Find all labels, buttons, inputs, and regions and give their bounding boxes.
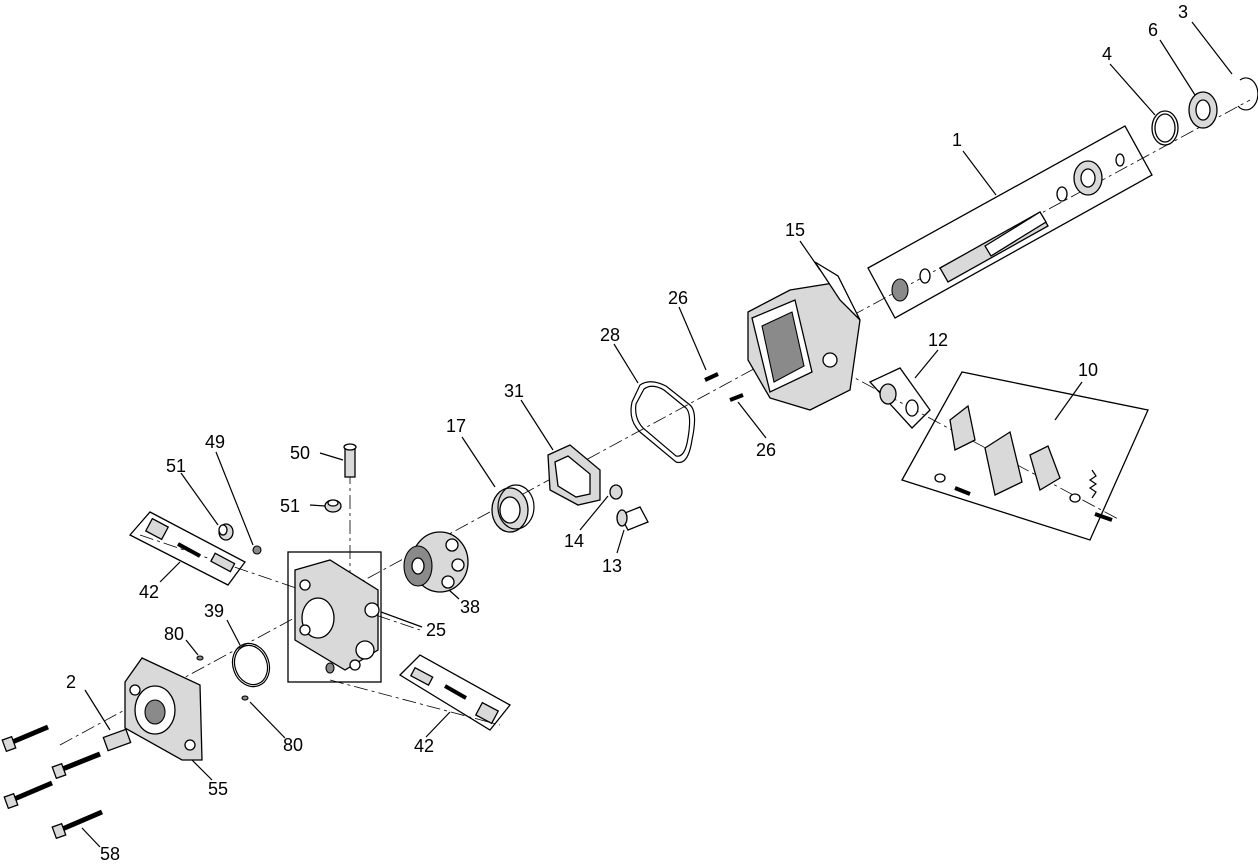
- o-ring-part-39: [231, 642, 271, 688]
- callout-51-lower: 51: [166, 456, 186, 476]
- callout-12: 12: [928, 330, 948, 350]
- callout-49: 49: [205, 432, 225, 452]
- callout-50: 50: [290, 443, 310, 463]
- callout-1: 1: [952, 130, 962, 150]
- callout-26-lower: 26: [756, 440, 776, 460]
- callout-38: 38: [460, 597, 480, 617]
- plug-part-51-lower: [218, 523, 234, 541]
- callout-13: 13: [602, 556, 622, 576]
- bolt-part-58-1: [1, 724, 49, 753]
- bolt-part-58-4: [51, 809, 103, 840]
- callout-28: 28: [600, 325, 620, 345]
- fitting-part-49: [252, 545, 262, 555]
- trunnion-part-13: [616, 506, 649, 531]
- callout-80-upper: 80: [164, 624, 184, 644]
- shaft: [891, 153, 1125, 302]
- coupler-part-2: [102, 728, 132, 752]
- callout-42-right: 42: [414, 736, 434, 756]
- callout-2: 2: [66, 672, 76, 692]
- check-valve-part-42-left: [128, 511, 246, 586]
- callout-15: 15: [785, 220, 805, 240]
- callout-labels: 1 2 3 4 6 10 12 13 14 15 17 25 26 26 28 …: [66, 2, 1188, 864]
- callout-6: 6: [1148, 20, 1158, 40]
- cylinder-block-part-38: [403, 531, 469, 593]
- callout-31: 31: [504, 381, 524, 401]
- bolt-part-58-2: [51, 751, 101, 780]
- callout-51-upper: 51: [280, 496, 300, 516]
- callout-10: 10: [1078, 360, 1098, 380]
- center-section-part-25: [287, 551, 382, 683]
- housing-part-15: [747, 261, 861, 411]
- callout-3: 3: [1178, 2, 1188, 22]
- callout-55: 55: [208, 779, 228, 799]
- check-valve-part-42-right: [398, 654, 511, 731]
- pin-part-26-upper: [704, 372, 719, 382]
- centerlines: [59, 99, 1251, 746]
- callout-14: 14: [564, 531, 584, 551]
- callout-39: 39: [204, 601, 224, 621]
- leader-lines: [81, 21, 1233, 848]
- seal-part-6: [1188, 91, 1218, 129]
- callout-58: 58: [100, 844, 120, 864]
- swashplate-part-31: [547, 444, 601, 506]
- callout-42-left: 42: [139, 582, 159, 602]
- gasket-part-28: [630, 381, 696, 464]
- valve-part-50: [343, 443, 357, 478]
- bushing-part-14: [609, 484, 623, 500]
- callout-4: 4: [1102, 44, 1112, 64]
- bolt-part-58-3: [3, 780, 53, 810]
- shaft-assembly-box: [867, 125, 1153, 319]
- plug-part-51-upper: [324, 499, 342, 513]
- callout-17: 17: [446, 416, 466, 436]
- seal-kit-part-12: [868, 367, 931, 429]
- ring-part-4: [1151, 110, 1179, 146]
- end-cap-part-55: [124, 657, 203, 761]
- callout-26-upper: 26: [668, 288, 688, 308]
- callout-80-lower: 80: [283, 735, 303, 755]
- pin-part-26-lower: [729, 393, 744, 402]
- thrust-bearing-part-17: [491, 484, 535, 533]
- callout-25: 25: [426, 620, 446, 640]
- pin-part-80-upper: [196, 655, 204, 661]
- control-linkage-part-10: [901, 371, 1149, 541]
- pin-part-80-lower: [241, 695, 249, 701]
